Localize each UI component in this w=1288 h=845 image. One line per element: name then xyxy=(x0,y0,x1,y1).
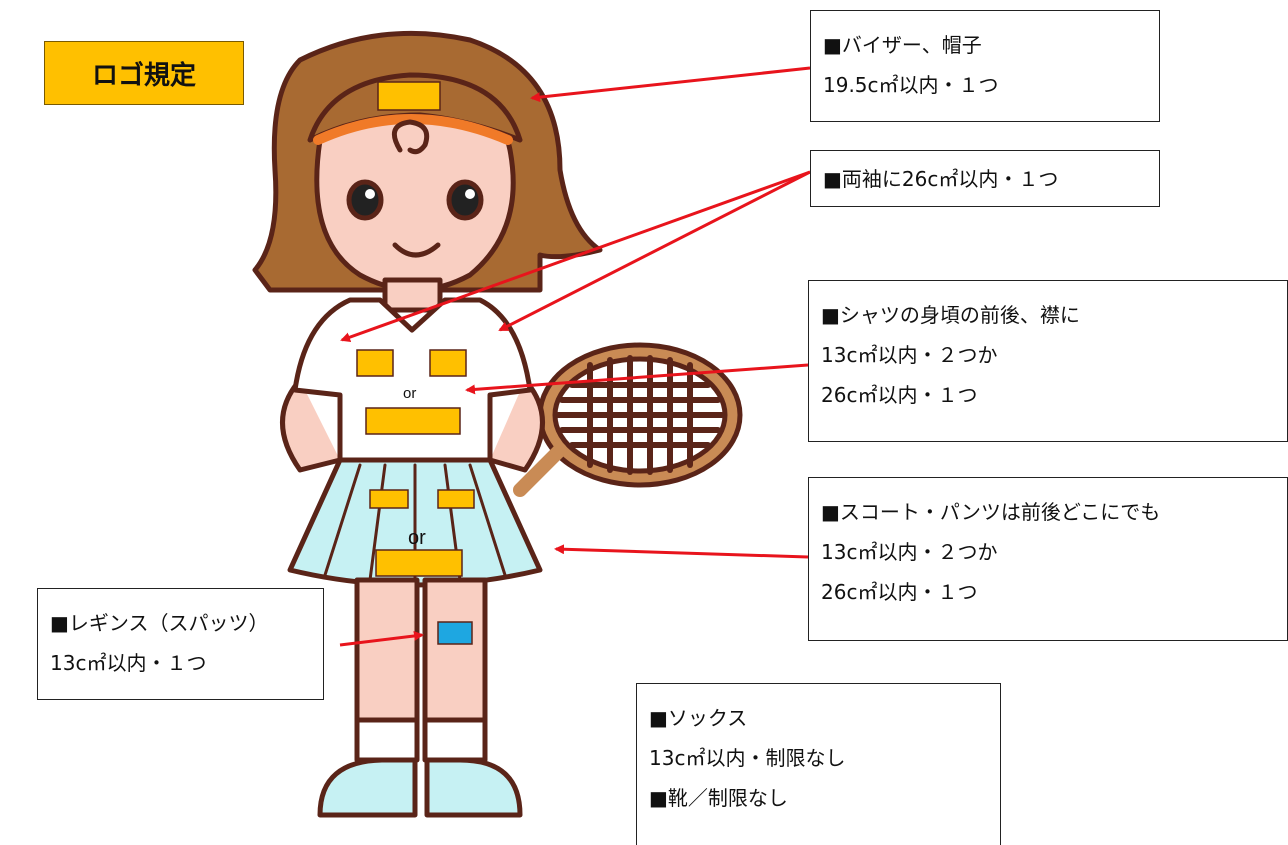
shirt-logo-patch-right xyxy=(429,349,467,377)
shirt-logo-patch-left xyxy=(356,349,394,377)
visor-arrow xyxy=(530,66,811,103)
page-title: ロゴ規定 xyxy=(44,41,244,105)
logo-patches xyxy=(356,81,475,645)
skirt-logo-patch-right xyxy=(437,489,475,509)
leggings-note-line: 13c㎡以内・１つ xyxy=(50,651,207,675)
skirt-note-line: 26c㎡以内・１つ xyxy=(821,580,978,604)
left-leg xyxy=(354,577,420,723)
sleeve-arrow-left xyxy=(340,170,811,343)
sleeves-note-line: ■両袖に26c㎡以内・１つ xyxy=(823,167,1059,191)
leggings-logo-patch xyxy=(437,621,473,645)
skirt-logo-patch-large xyxy=(375,549,463,577)
left-shoe xyxy=(317,757,418,818)
skirt-note-line: 13c㎡以内・２つか xyxy=(821,540,998,564)
skirt-or-label: or xyxy=(408,527,426,549)
girl-figure xyxy=(252,30,743,818)
shirt-note: ■シャツの身頃の前後、襟に 13c㎡以内・２つか 26c㎡以内・１つ xyxy=(808,280,1288,442)
right-sock xyxy=(422,717,488,763)
visor-note: ■バイザー、帽子 19.5c㎡以内・１つ xyxy=(810,10,1160,122)
skirt-arrow xyxy=(554,544,809,559)
skirt-note: ■スコート・パンツは前後どこにでも 13c㎡以内・２つか 26c㎡以内・１つ xyxy=(808,477,1288,641)
shirt-or-label: or xyxy=(403,385,416,402)
socks-note: ■ソックス 13c㎡以内・制限なし ■靴／制限なし xyxy=(636,683,1001,845)
leggings-arrow xyxy=(339,631,424,647)
socks-note-line: 13c㎡以内・制限なし xyxy=(649,746,846,770)
leggings-note: ■レギンス（スパッツ） 13c㎡以内・１つ xyxy=(37,588,324,700)
visor-note-line: ■バイザー、帽子 xyxy=(823,33,982,57)
visor-logo-patch xyxy=(377,81,441,111)
left-eye xyxy=(346,179,384,221)
sleeves-note: ■両袖に26c㎡以内・１つ xyxy=(810,150,1160,207)
socks-note-line: ■ソックス xyxy=(649,706,748,730)
shirt-note-line: ■シャツの身頃の前後、襟に xyxy=(821,303,1080,327)
right-leg xyxy=(422,577,488,723)
shirt-logo-patch-large xyxy=(365,407,461,435)
sleeve-arrow-right xyxy=(498,170,811,332)
shirt xyxy=(292,297,533,463)
callout-arrows xyxy=(339,66,811,647)
headband xyxy=(313,114,513,145)
socks-note-line: ■靴／制限なし xyxy=(649,786,788,810)
visor-note-line: 19.5c㎡以内・１つ xyxy=(823,73,999,97)
shirt-arrow xyxy=(465,363,809,395)
skirt-note-line: ■スコート・パンツは前後どこにでも xyxy=(821,500,1161,524)
leggings-note-line: ■レギンス（スパッツ） xyxy=(50,611,269,635)
left-sock xyxy=(354,717,420,763)
shirt-note-line: 13c㎡以内・２つか xyxy=(821,343,998,367)
mouth xyxy=(392,242,441,258)
right-eye xyxy=(446,179,484,221)
right-shoe xyxy=(424,757,523,818)
skirt-logo-patch-left xyxy=(369,489,409,509)
shirt-note-line: 26c㎡以内・１つ xyxy=(821,383,978,407)
tennis-racket-icon xyxy=(513,342,743,497)
